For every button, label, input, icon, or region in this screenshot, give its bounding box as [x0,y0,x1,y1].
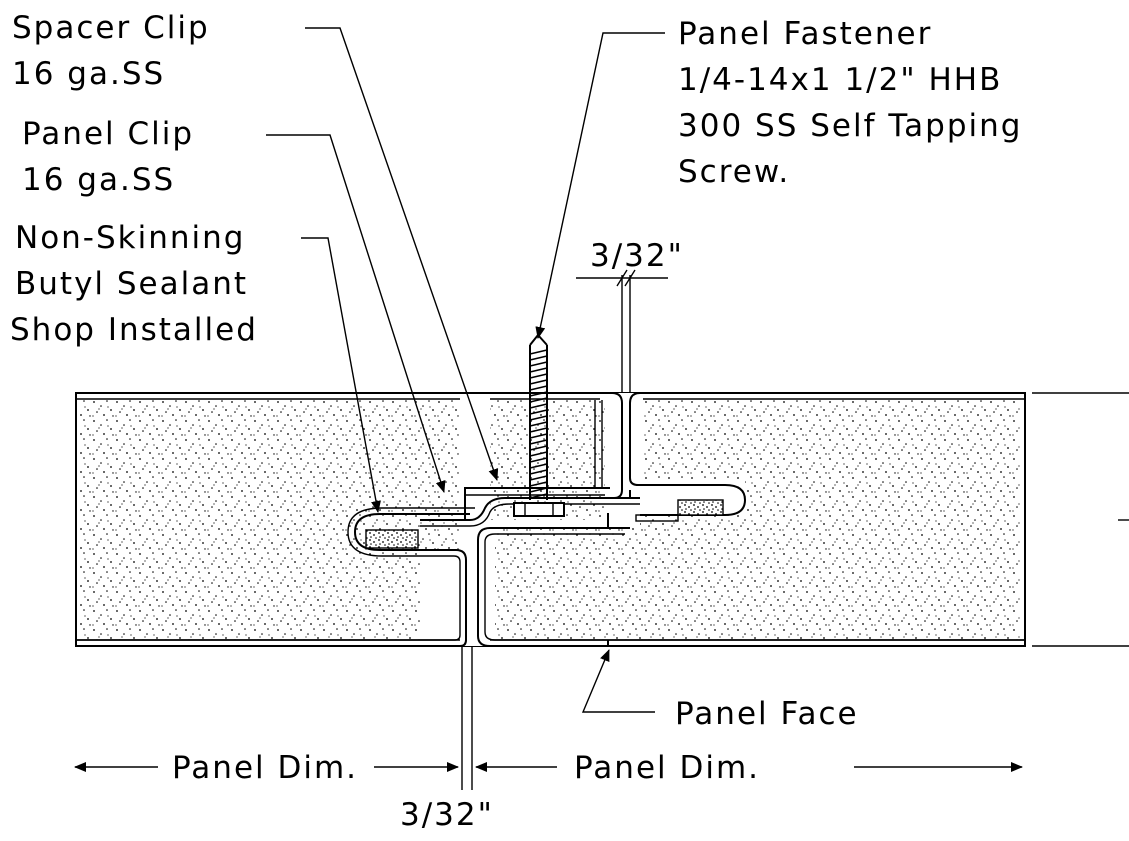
panel-clip-line-1: Panel Clip [22,116,194,152]
gap-bottom-label: 3/32" [400,797,494,833]
panel-fastener-screw [513,333,565,517]
right-panel-skin [477,392,1025,647]
panel-dim-left-label: Panel Dim. [172,750,358,786]
panel-face-label: Panel Face [675,696,859,732]
label-panel-fastener: Panel Fastener 1/4-14x1 1/2" HHB 300 SS … [678,16,1022,190]
label-spacer-clip: Spacer Clip 16 ga.SS [12,10,210,92]
label-panel-clip: Panel Clip 16 ga.SS [22,116,194,198]
fastener-line-4: Screw. [678,154,790,190]
left-panel-skin [76,392,623,647]
sealant-line-1: Non-Skinning [15,220,245,256]
gap-dimension-top [576,269,668,393]
leader-lines [266,27,665,713]
panel-thickness-extension [1032,392,1129,647]
spacer-clip-line-2: 16 ga.SS [12,56,165,92]
joint-clips [420,400,679,527]
screw-threads [529,349,548,499]
fastener-line-3: 300 SS Self Tapping [678,108,1022,144]
sealant-line-2: Butyl Sealant [15,266,248,302]
panel-dim-right-label: Panel Dim. [574,750,760,786]
fastener-line-1: Panel Fastener [678,16,932,52]
panel-clip-line-2: 16 ga.SS [22,162,175,198]
butyl-sealant-beads [365,499,724,549]
fastener-line-2: 1/4-14x1 1/2" HHB [678,62,1002,98]
label-sealant: Non-Skinning Butyl Sealant Shop Installe… [10,220,258,348]
gap-top-label: 3/32" [590,238,684,274]
spacer-clip-line-1: Spacer Clip [12,10,210,46]
gap-dimension-bottom [461,646,473,790]
sealant-line-3: Shop Installed [10,312,258,348]
